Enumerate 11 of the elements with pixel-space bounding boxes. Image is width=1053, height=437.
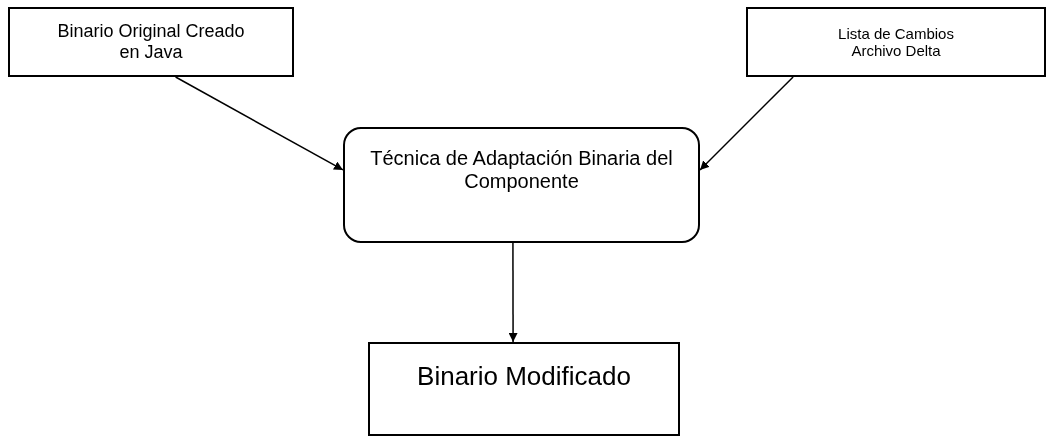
arrow bbox=[699, 76, 794, 171]
arrow bbox=[174, 76, 344, 171]
process-box bbox=[343, 127, 700, 243]
data-box bbox=[8, 7, 294, 77]
data-box bbox=[746, 7, 1046, 77]
data-box bbox=[368, 342, 680, 436]
box-label: Técnica de Adaptación Binaria del Componente bbox=[369, 147, 674, 193]
box-label: Binario Modificado bbox=[417, 362, 631, 392]
box-label: Binario Original Creado en Java bbox=[56, 21, 246, 63]
arrow bbox=[508, 242, 518, 343]
box-label: Lista de Cambios Archivo Delta bbox=[837, 24, 955, 60]
